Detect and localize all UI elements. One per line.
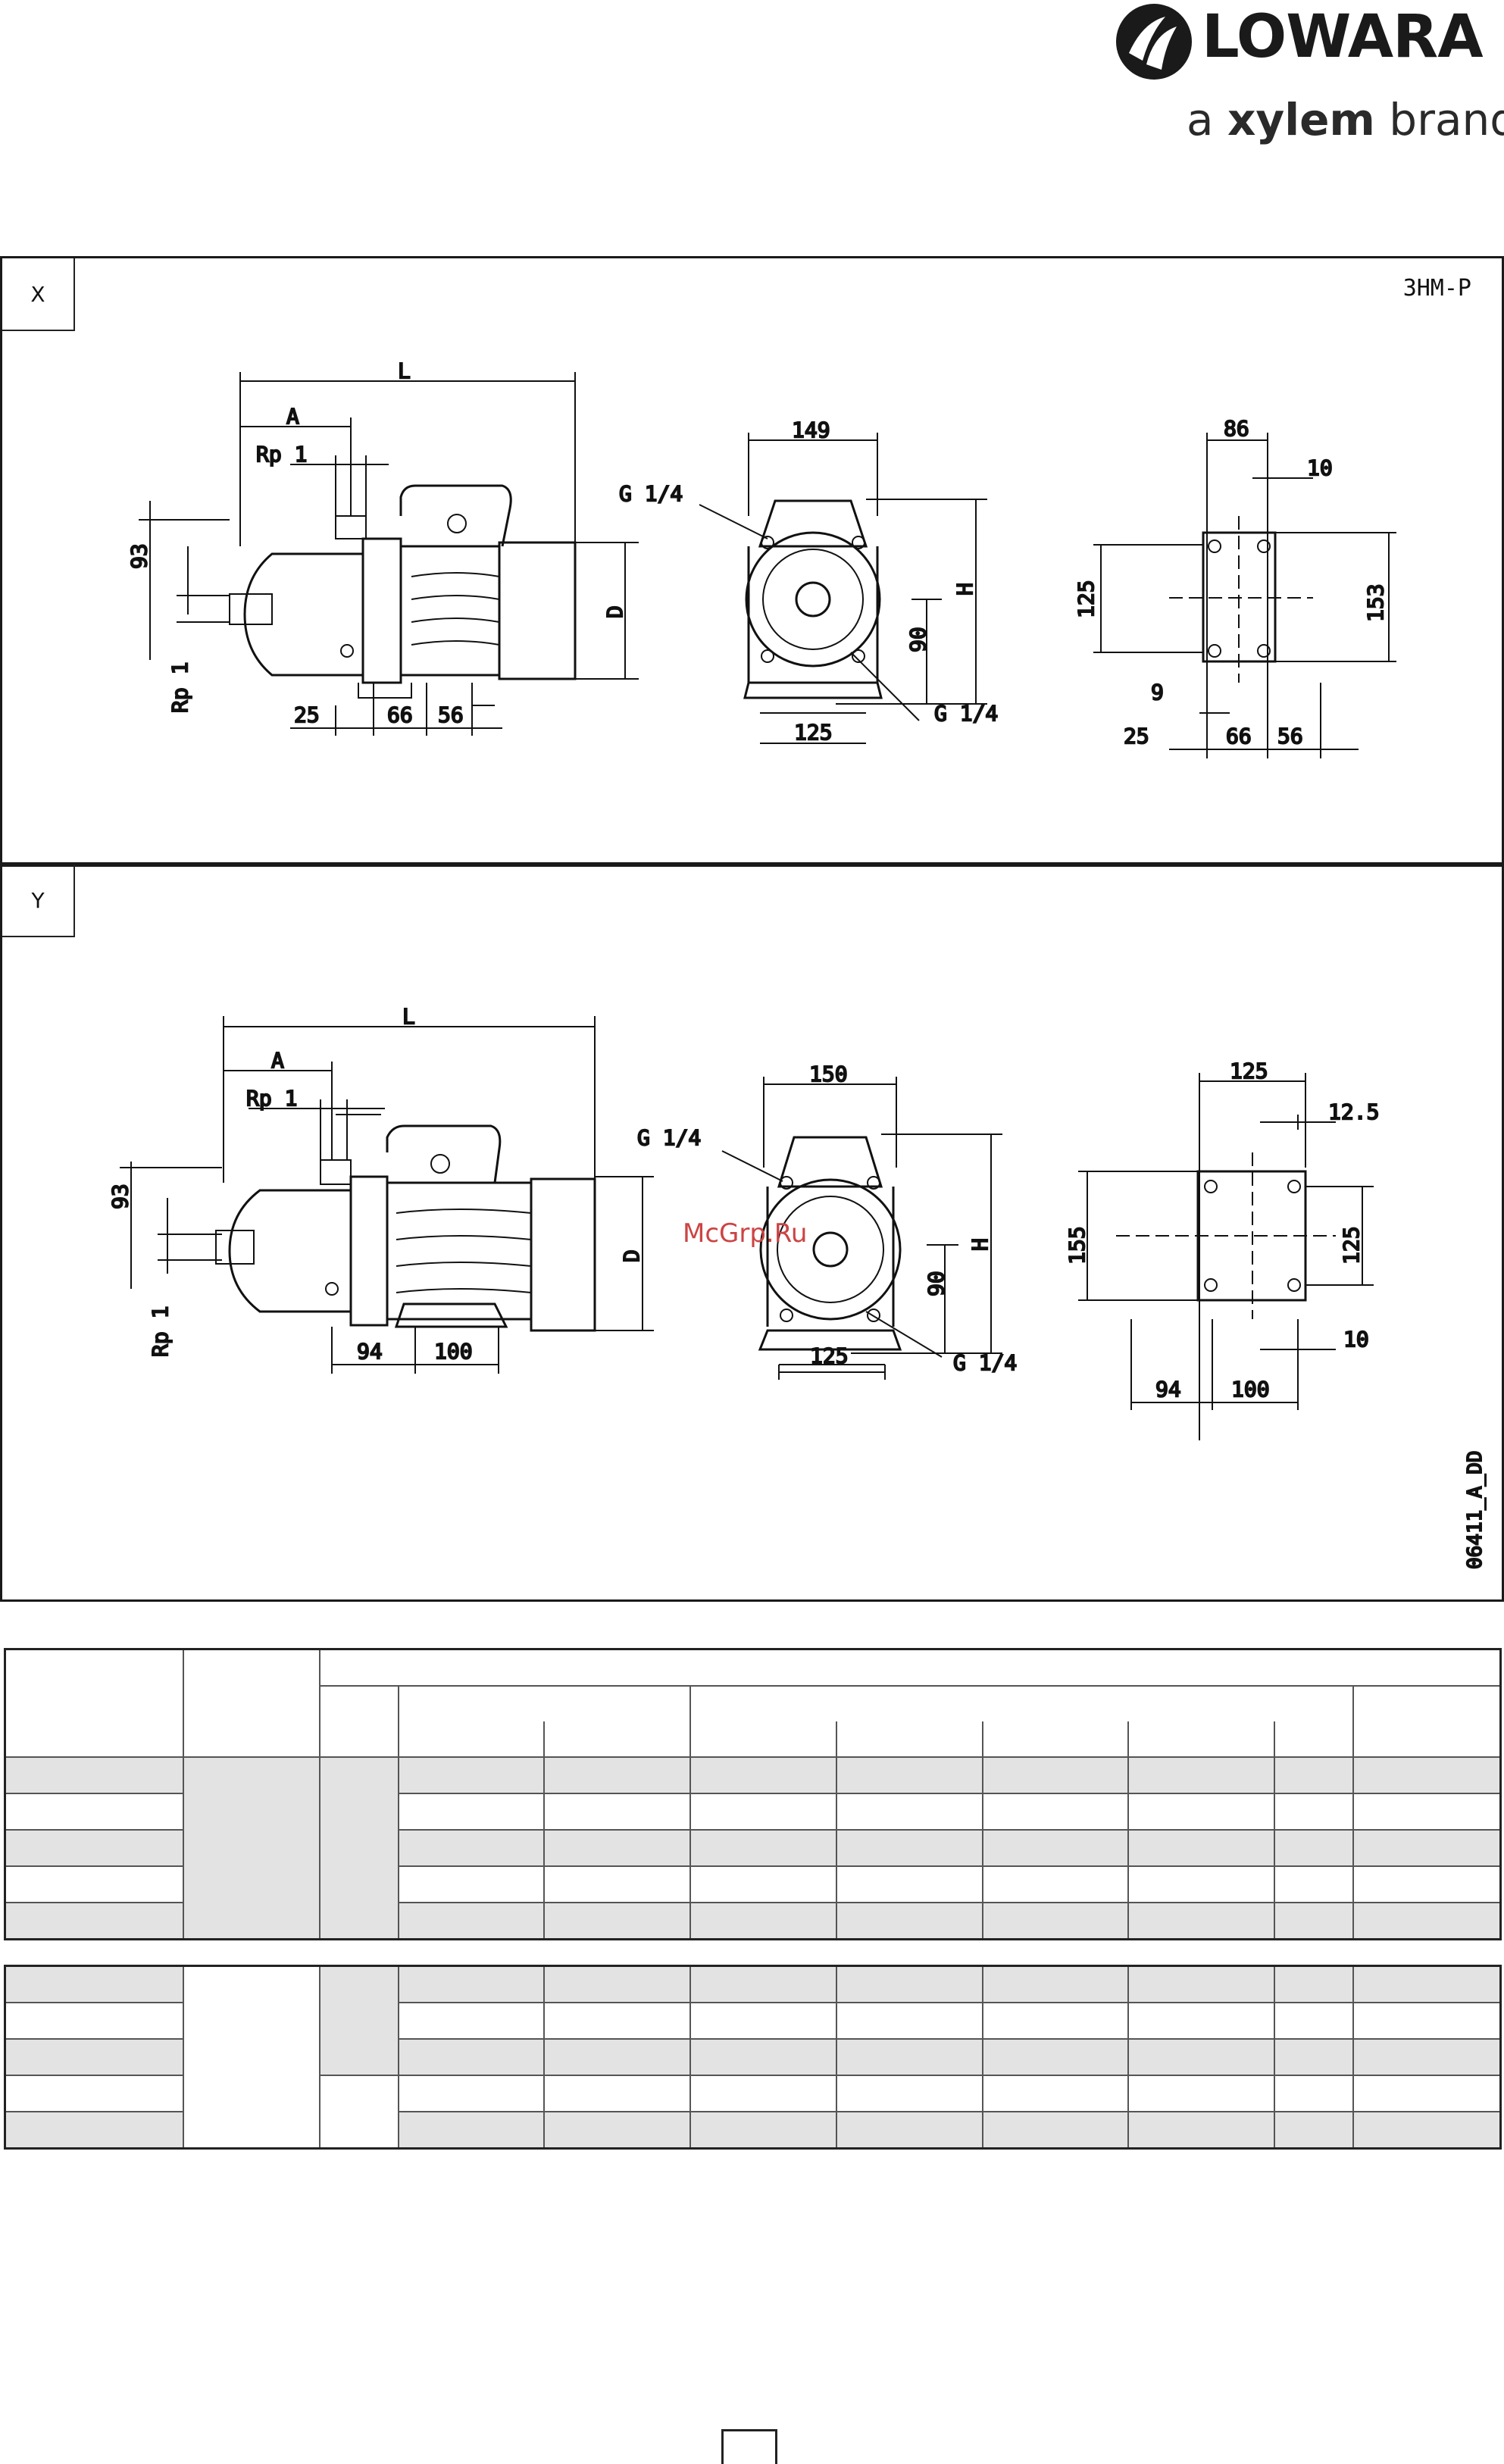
dim-56-base: 56 bbox=[1277, 724, 1303, 749]
tagline-suffix: brand bbox=[1389, 94, 1504, 145]
table-row bbox=[4, 1829, 1502, 1867]
dim-g-bottom: G 1/4 bbox=[934, 701, 998, 726]
dim-149: 149 bbox=[792, 417, 830, 442]
dim-rp-top: Rp 1 bbox=[256, 442, 307, 467]
dim-100-y: 100 bbox=[434, 1339, 473, 1364]
dim-100-base-y: 100 bbox=[1231, 1377, 1270, 1402]
technical-drawing-y: L A Rp 1 93 Rp 1 D 94 100 150 G 1/4 H 90… bbox=[107, 1003, 1487, 1570]
table-row bbox=[4, 1756, 1502, 1940]
tagline-prefix: a bbox=[1187, 94, 1214, 145]
table-header-row bbox=[5, 1685, 1502, 1758]
side-view-y bbox=[120, 1016, 654, 1374]
dim-90-y: 90 bbox=[924, 1271, 949, 1296]
dim-93-y: 93 bbox=[108, 1184, 133, 1209]
tagline-bold: xylem bbox=[1227, 94, 1375, 145]
watermark: McGrp.Ru bbox=[683, 1218, 807, 1249]
brand-name: LOWARA bbox=[1202, 3, 1484, 71]
dim-94-base-y: 94 bbox=[1155, 1377, 1181, 1402]
table-header-row bbox=[4, 1648, 1502, 1758]
dim-150-y: 150 bbox=[809, 1062, 848, 1087]
dim-rp-side: Rp 1 bbox=[167, 662, 192, 713]
dim-94-y: 94 bbox=[357, 1339, 383, 1364]
table-row bbox=[4, 2038, 1502, 2076]
table-row bbox=[4, 1793, 1502, 1831]
table-row bbox=[4, 2075, 1502, 2150]
table-row bbox=[4, 1865, 1502, 1903]
table-row bbox=[4, 2002, 1502, 2040]
panel-label-y: Y bbox=[2, 865, 75, 937]
dim-12-5-y: 12.5 bbox=[1328, 1099, 1379, 1124]
dim-125-base-y: 125 bbox=[1230, 1058, 1268, 1083]
dim-g-bottom-y: G 1/4 bbox=[953, 1350, 1017, 1375]
dim-H-y: H bbox=[968, 1238, 993, 1251]
dim-A-y: A bbox=[271, 1048, 284, 1073]
page-number-box bbox=[721, 2429, 777, 2464]
lowara-drop-icon bbox=[1116, 4, 1192, 80]
drawing-panel-y: Y bbox=[0, 862, 1504, 1602]
dim-25-base: 25 bbox=[1124, 724, 1149, 749]
dim-L-y: L bbox=[402, 1004, 415, 1029]
front-view-x bbox=[699, 433, 987, 744]
dim-A: A bbox=[286, 404, 299, 429]
dim-125-y: 125 bbox=[810, 1343, 849, 1368]
side-view-x bbox=[139, 372, 639, 736]
dim-66: 66 bbox=[387, 702, 413, 727]
brand-logo: LOWARA a xylem brand bbox=[1112, 0, 1504, 152]
dim-155-y: 155 bbox=[1065, 1226, 1090, 1265]
table-row bbox=[4, 2111, 1502, 2150]
brand-tagline: a xylem brand bbox=[1187, 94, 1504, 145]
table-header-row bbox=[5, 1721, 1501, 1758]
front-view-y bbox=[721, 1077, 1002, 1380]
dim-93: 93 bbox=[127, 543, 152, 569]
dim-L: L bbox=[398, 358, 411, 383]
panel-label-x: X bbox=[2, 258, 75, 331]
dim-125-side-y: 125 bbox=[1339, 1226, 1364, 1265]
dim-g-top: G 1/4 bbox=[619, 481, 683, 506]
dim-66-base: 66 bbox=[1226, 724, 1252, 749]
dim-125-base: 125 bbox=[1074, 580, 1099, 618]
technical-drawing-x: L A Rp 1 93 Rp 1 D 25 66 56 149 G 1/4 H … bbox=[126, 358, 1396, 758]
dimension-table-2 bbox=[4, 1965, 1502, 2150]
dim-153: 153 bbox=[1363, 583, 1388, 622]
dim-D-y: D bbox=[619, 1249, 644, 1262]
base-view-y bbox=[1078, 1073, 1374, 1440]
dim-10: 10 bbox=[1307, 455, 1333, 480]
dim-125: 125 bbox=[794, 720, 833, 745]
dim-rp-top-y: Rp 1 bbox=[246, 1086, 297, 1111]
dim-56: 56 bbox=[438, 702, 464, 727]
dim-10-y: 10 bbox=[1343, 1327, 1369, 1352]
dim-D: D bbox=[602, 605, 627, 618]
dim-9: 9 bbox=[1151, 680, 1164, 705]
table-row bbox=[4, 1965, 1502, 2150]
dim-g-top-y: G 1/4 bbox=[637, 1125, 701, 1150]
base-view-x bbox=[1093, 433, 1396, 758]
dim-90: 90 bbox=[905, 627, 930, 652]
model-label: 3HM-P bbox=[1402, 275, 1471, 302]
drawing-code: 06411_A_DD bbox=[1464, 1450, 1487, 1569]
dim-86: 86 bbox=[1224, 416, 1249, 441]
dimension-table-1 bbox=[4, 1648, 1502, 1940]
dim-25: 25 bbox=[294, 702, 320, 727]
table-row bbox=[4, 1902, 1502, 1940]
dim-rp-side-y: Rp 1 bbox=[148, 1306, 173, 1357]
dim-H: H bbox=[952, 583, 977, 596]
drawing-panel-x: X 3HM-P bbox=[0, 256, 1504, 867]
